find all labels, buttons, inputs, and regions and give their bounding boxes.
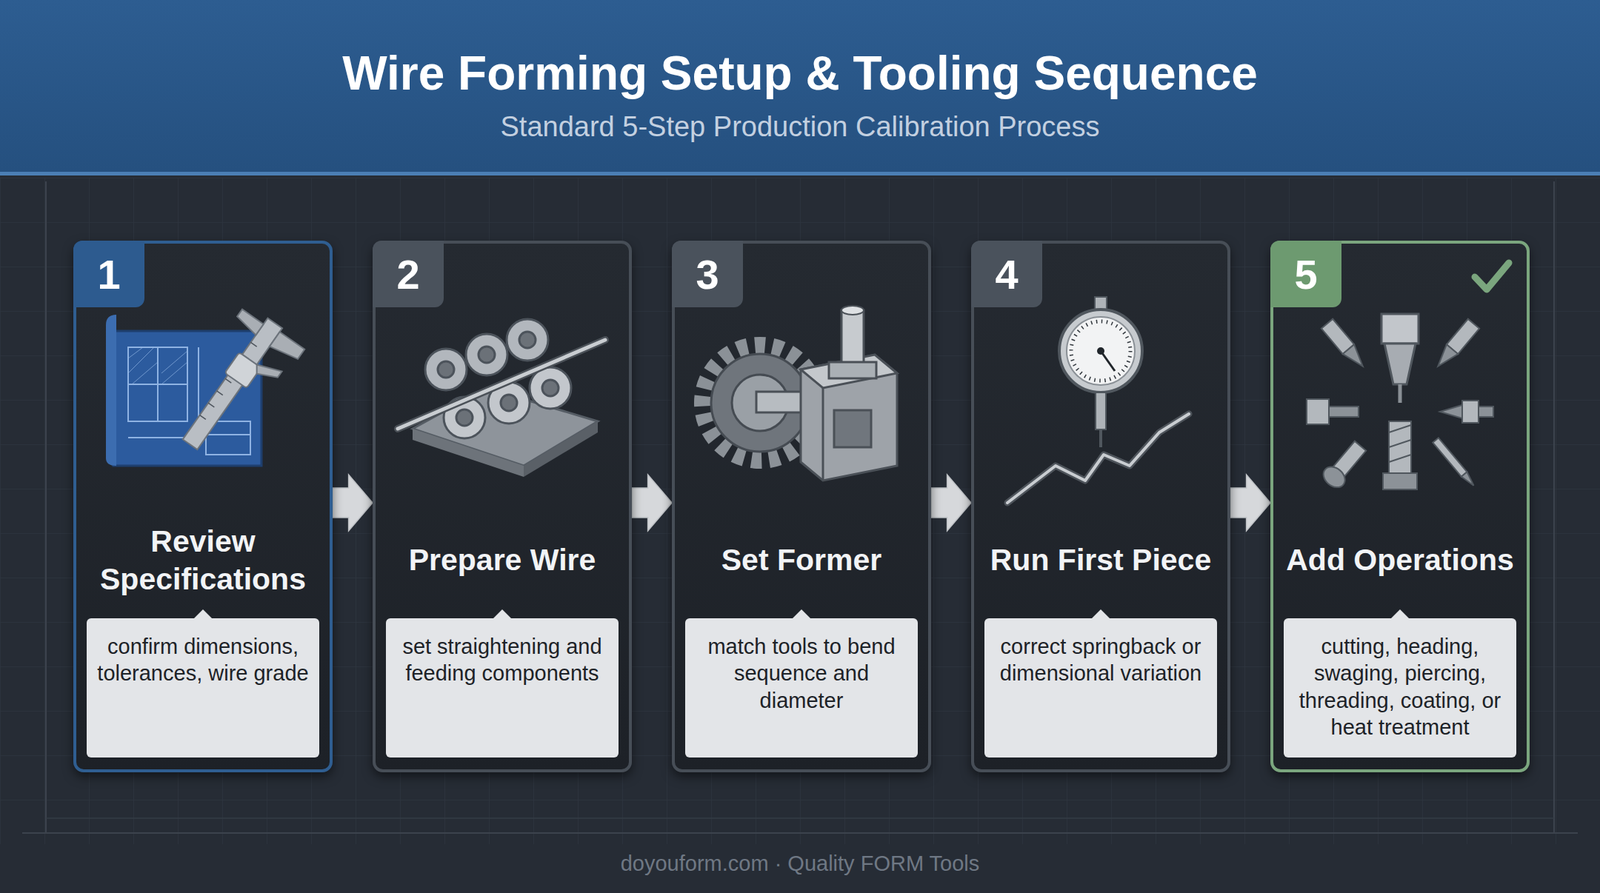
step-title: Set Former <box>679 523 924 598</box>
footer-credit: doyouform.com · Quality FORM Tools <box>0 851 1600 877</box>
step-number-badge: 2 <box>372 240 444 308</box>
arrow-shape <box>631 474 672 532</box>
description-box: set straightening and feeding components <box>385 618 619 758</box>
description-text: correct springback or dimensional variat… <box>991 633 1210 688</box>
description-text: confirm dimensions, tolerances, wire gra… <box>94 633 312 688</box>
step-card: Prepare Wire 2 set straightening and feedi… <box>372 240 632 773</box>
step-card: Run First Piece 4 correct springback or di… <box>971 240 1231 773</box>
step-number: 2 <box>396 250 420 299</box>
description-box: match tools to bend sequence and diamete… <box>685 618 918 758</box>
step-number-badge: 4 <box>971 240 1043 308</box>
step-card: Review Specifications 1 confirm dimensions… <box>73 240 333 773</box>
step-title: Add Operations <box>1277 523 1523 598</box>
description-text: cutting, heading, swaging, piercing, thr… <box>1291 633 1509 741</box>
description-box: correct springback or dimensional variat… <box>984 618 1218 758</box>
description-box: cutting, heading, swaging, piercing, thr… <box>1283 618 1517 758</box>
step-number-badge: 3 <box>671 240 743 308</box>
step-number-badge: 1 <box>73 240 145 308</box>
step-title: Review Specifications <box>80 523 326 598</box>
arrow-shape <box>332 474 373 532</box>
step-title: Run First Piece <box>978 523 1223 598</box>
step-number: 5 <box>1294 250 1318 299</box>
flow-arrow <box>631 474 672 532</box>
description-text: set straightening and feeding components <box>393 633 612 688</box>
step-number: 1 <box>97 250 120 299</box>
flow-arrow <box>332 474 373 532</box>
step-title: Prepare Wire <box>380 523 625 598</box>
step-card: Set Former 3 match tools to bend sequence … <box>671 240 932 773</box>
arrow-shape <box>1230 474 1271 532</box>
step-number: 3 <box>695 250 719 299</box>
flow-arrow <box>931 474 972 532</box>
description-text: match tools to bend sequence and diamete… <box>692 633 911 715</box>
step-card: Add Operations 5 cutting, heading, swaging… <box>1270 240 1530 773</box>
description-box: confirm dimensions, tolerances, wire gra… <box>86 618 320 758</box>
step-number-badge: 5 <box>1270 240 1342 308</box>
step-number: 4 <box>994 250 1018 299</box>
diagram-caption: Standard 5-Step Production Calibration P… <box>0 111 1600 143</box>
arrow-shape <box>931 474 972 532</box>
diagram-title: Wire Forming Setup & Tooling Sequence <box>0 45 1600 101</box>
flow-arrow <box>1230 474 1271 532</box>
